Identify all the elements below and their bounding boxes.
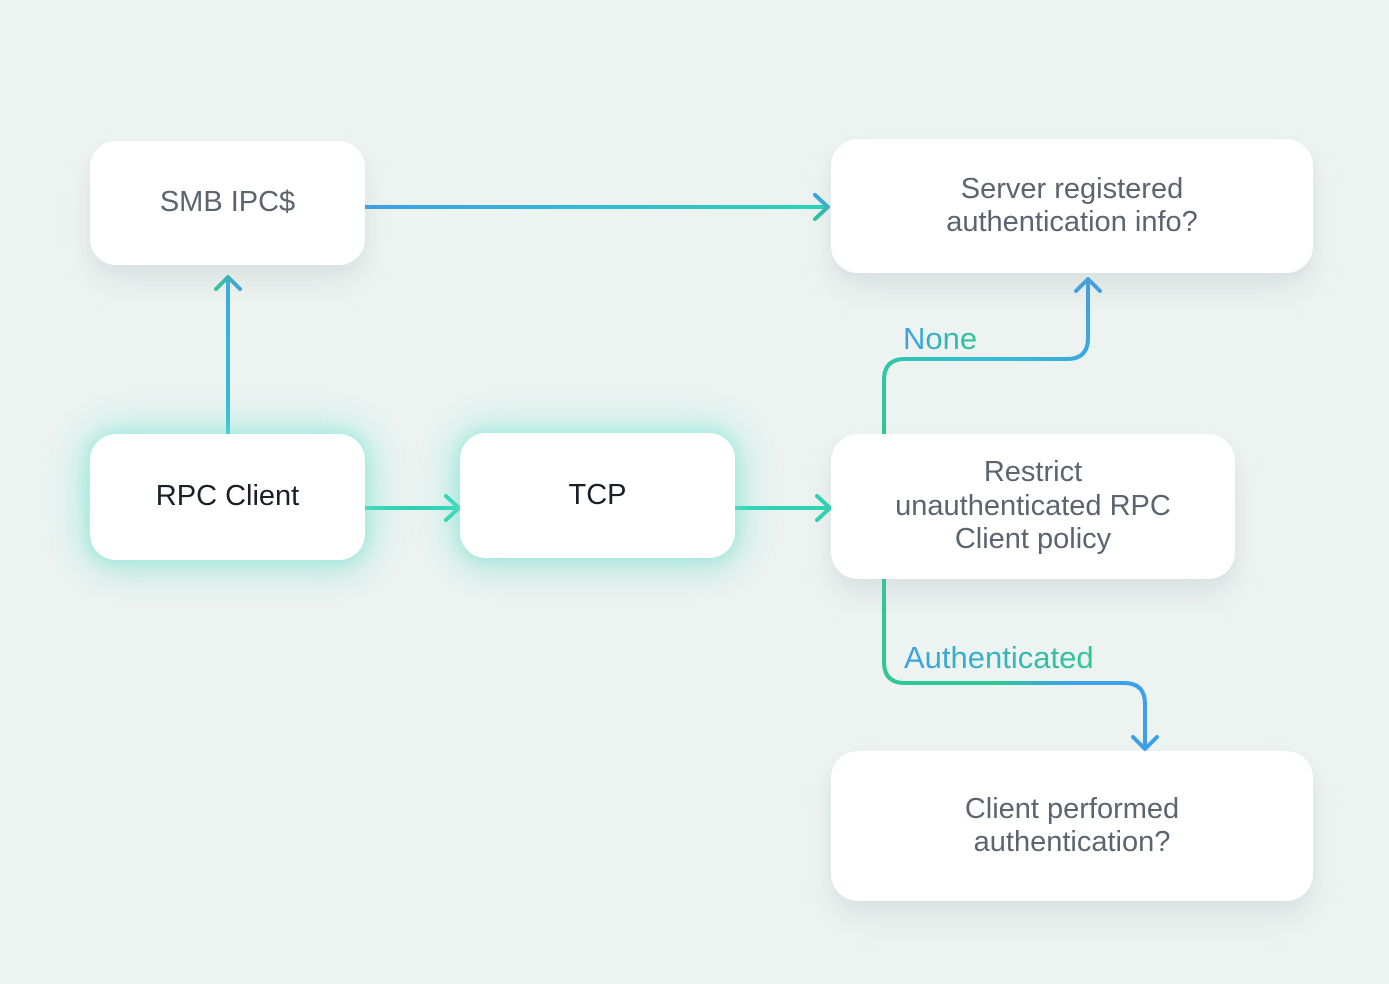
node-label: Restrict unauthenticated RPC Client poli… bbox=[895, 456, 1171, 556]
arrowhead-right-icon bbox=[813, 193, 830, 221]
node-label: TCP bbox=[568, 478, 627, 511]
node-tcp: TCP bbox=[460, 433, 735, 558]
arrowhead-down-icon bbox=[1131, 735, 1159, 751]
node-restrict-unauth-rpc-policy: Restrict unauthenticated RPC Client poli… bbox=[831, 434, 1235, 579]
node-label: SMB IPC$ bbox=[159, 186, 296, 219]
node-label: Server registered authentication info? bbox=[946, 172, 1198, 238]
arrowhead-right-icon bbox=[444, 494, 461, 522]
edge-rpc-to-tcp bbox=[363, 494, 461, 522]
edge-restrict-to-server bbox=[882, 277, 1102, 438]
arrowhead-right-icon bbox=[815, 494, 832, 522]
node-smb-ipc: SMB IPC$ bbox=[90, 141, 365, 265]
arrowhead-up-icon bbox=[1074, 277, 1102, 293]
node-label: RPC Client bbox=[155, 480, 300, 513]
edge-label-none: None bbox=[903, 321, 978, 356]
node-rpc-client: RPC Client bbox=[90, 434, 365, 560]
node-client-performed-auth: Client performed authentication? bbox=[831, 751, 1313, 901]
edge-tcp-to-restrict bbox=[733, 494, 832, 522]
node-label: Client performed authentication? bbox=[964, 792, 1180, 858]
edge-label-authenticated: Authenticated bbox=[904, 640, 1094, 675]
edge-restrict-to-client bbox=[882, 576, 1159, 751]
edge-smb-to-server bbox=[363, 193, 830, 221]
arrowhead-up-icon bbox=[214, 275, 242, 291]
edge-rpc-to-smb bbox=[214, 275, 242, 438]
node-server-registered-auth-info: Server registered authentication info? bbox=[831, 139, 1313, 273]
